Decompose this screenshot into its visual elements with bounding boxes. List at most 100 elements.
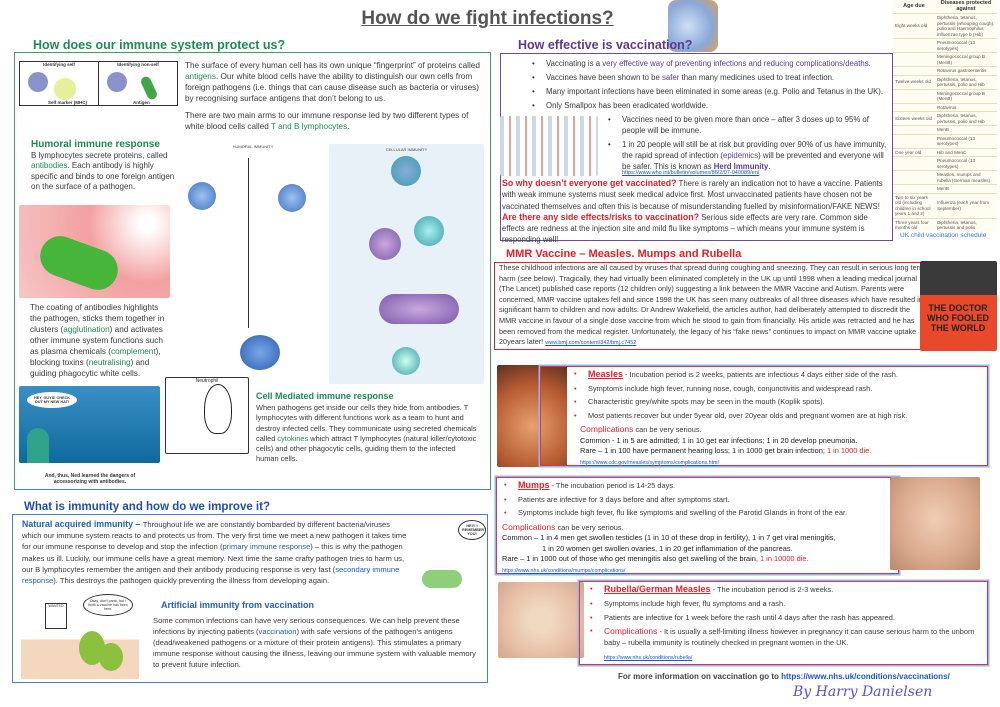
lysis-phagocyte-diagram — [240, 335, 280, 370]
cdc-link[interactable]: https://www.cdc.gov/measles/symptoms/com… — [580, 459, 719, 466]
schedule-age — [893, 52, 935, 67]
schedule-diseases: Pneumococcal (13 serotypes) — [934, 134, 997, 149]
bullet-effective: Vaccinating is a very effective way of p… — [530, 58, 890, 69]
immune-intro: The surface of every human cell has its … — [185, 61, 480, 131]
neutrophil-label: Neutrophil — [195, 378, 219, 384]
vaccination-heading: How effective is vaccination? — [518, 38, 693, 52]
schedule-row: Two to six years old (including children… — [893, 193, 997, 219]
measles-photo — [497, 365, 567, 467]
schedule-header-diseases: Diseases protected against — [934, 0, 997, 14]
vaccination-qa: So why doesn’t everyone get vaccinated? … — [502, 178, 883, 245]
crowd-illustration — [500, 116, 598, 176]
immunity-heading: What is immunity and how do we improve i… — [24, 501, 270, 513]
mumps-bullet-1: Mumps - The incubation period is 14-25 d… — [502, 480, 897, 492]
neutrophil-cartoon: Neutrophil — [165, 377, 249, 454]
rubella-text: Rubella/German Measles - The incubation … — [588, 584, 983, 664]
self-label: Identifying self — [43, 62, 75, 67]
schedule-diseases: MenB — [934, 184, 997, 194]
artificial-heading: Artificial immunity from vaccination — [161, 600, 315, 610]
schedule-age: Two to six years old (including children… — [893, 193, 935, 219]
schedule-row: Meningococcal group B (MenB) — [893, 52, 997, 67]
schedule-row: Pneumococcal (13 serotypes) — [893, 134, 997, 149]
cellular-immunity-diagram: CELLULAR IMMUNITY — [329, 144, 484, 384]
rubella-section — [579, 581, 988, 665]
schedule-row: MenB — [893, 184, 997, 194]
mmr-text: These childhood infections are all cause… — [499, 263, 926, 347]
schedule-row: Measles, mumps and rubella (German measl… — [893, 170, 997, 185]
schedule-header-age: Age due — [893, 0, 935, 14]
schedule-age: Sixteen weeks old — [893, 111, 935, 126]
cell-mediated-text: When pathogens get inside our cells they… — [256, 403, 477, 464]
immunity-section — [12, 514, 488, 683]
book-title: THE DOCTOR WHO FOOLED THE WORLD — [927, 303, 989, 333]
schedule-row: Rotavirus — [893, 103, 997, 112]
vaccine-speech: Okay, don't panic, but I think a vaccine… — [83, 594, 133, 616]
schedule-diseases: Rotavirus — [934, 103, 997, 112]
schedule-age — [893, 89, 935, 104]
bullet-doses: Vaccines need to be given more than once… — [606, 114, 891, 136]
humoral-diagram-label: HUMORAL IMMUNITY — [232, 144, 274, 149]
mumps-bullet-2: Patients are infective for 3 days before… — [502, 495, 897, 506]
measles-text: Measles - Incubation period is 2 weeks, … — [572, 369, 982, 468]
schedule-row: MenB — [893, 125, 997, 135]
schedule-age — [893, 103, 935, 112]
bullet-smallpox: Only Smallpox has been eradicated worldw… — [530, 100, 890, 111]
nhs-mumps-link[interactable]: https://www.nhs.uk/conditions/mumps/comp… — [502, 567, 626, 574]
humoral-text: B lymphocytes secrete proteins, called a… — [31, 151, 175, 192]
schedule-row: Pneumococcal (13 serotypes) — [893, 38, 997, 53]
humoral-immunity-diagram: HUMORAL IMMUNITY — [178, 144, 328, 328]
bacteria-cartoon — [422, 570, 462, 588]
schedule-age: Eight weeks old — [893, 13, 935, 39]
schedule-diseases: Diphtheria, tetanus, pertussis and polio — [934, 218, 997, 232]
author-signature: By Harry Danielsen — [793, 684, 933, 700]
measles-bullet-2: Symptoms include high fever, running nos… — [572, 384, 982, 395]
ned-comic: HEY, GUYS! CHECK OUT MY NEW HAT! — [19, 386, 160, 463]
who-link[interactable]: https://www.who.int/bulletin/volumes/86/… — [622, 170, 760, 176]
bmj-link[interactable]: www.bmj.com/content/342/bmj.c7452 — [545, 340, 637, 347]
nhs-vaccinations-link[interactable]: https://www.nhs.uk/conditions/vaccinatio… — [781, 672, 950, 681]
bullet-herd: 1 in 20 people will still be at risk but… — [606, 139, 891, 172]
mumps-bullet-3: Symptoms include high fever, flu like sy… — [502, 508, 897, 519]
wanted-poster: WANTED — [45, 603, 67, 629]
bullet-eliminated: Many important infections have been elim… — [530, 86, 890, 97]
rubella-bullet-1: Rubella/German Measles - The incubation … — [588, 584, 983, 596]
nhs-rubella-link[interactable]: https://www.nhs.uk/conditions/rubella/ — [604, 654, 693, 661]
schedule-diseases: Measles, mumps and rubella (German measl… — [934, 170, 997, 185]
immune-section — [14, 52, 491, 490]
schedule-age — [893, 66, 935, 76]
schedule-age — [893, 156, 935, 171]
schedule-age — [893, 184, 935, 194]
schedule-diseases: Meningococcal group B (MenB) — [934, 89, 997, 104]
mumps-photo — [890, 477, 980, 570]
cellular-diagram-label: CELLULAR IMMUNITY — [385, 147, 428, 152]
schedule-age — [893, 170, 935, 185]
self-marker-label: Self marker (MHC) — [48, 100, 88, 105]
rubella-bullet-2: Symptoms include high fever, flu symptom… — [588, 599, 983, 610]
measles-bullet-3: Characteristic grey/white spots may be s… — [572, 397, 982, 408]
footer-info: For more information on vaccination go t… — [618, 672, 950, 681]
comic-speech: HEY, GUYS! CHECK OUT MY NEW HAT! — [27, 392, 77, 408]
rubella-bullet-4: Complications - It is usually a self-lim… — [588, 626, 983, 649]
immune-heading: How does our immune system protect us? — [33, 38, 286, 52]
measles-section — [540, 366, 988, 466]
measles-bullet-4: Most patients recover but under 5year ol… — [572, 411, 982, 422]
mmr-heading: MMR Vaccine – Measles. Mumps and Rubella — [506, 248, 742, 260]
schedule-diseases: Hib and MenC — [934, 148, 997, 157]
cell-mediated-heading: Cell Mediated immune response — [256, 391, 394, 401]
remember-speech: HEY! I REMEMBER YOU! — [458, 520, 486, 540]
artificial-text: Some common infections can have very ser… — [153, 616, 476, 669]
natural-immunity-text: Natural acquired immunity – Throughout l… — [22, 519, 407, 586]
humoral-heading: Humoral immune response — [31, 139, 160, 150]
herd-bullets: Vaccines need to be given more than once… — [606, 114, 891, 175]
schedule-row: Meningococcal group B (MenB) — [893, 89, 997, 104]
schedule-diseases: Diphtheria, tetanus, pertussis, polio an… — [934, 75, 997, 90]
page-title: How do we fight infections? — [361, 8, 614, 29]
schedule-age: Twelve weeks old — [893, 75, 935, 90]
schedule-diseases: Diphtheria, tetanus, pertussis (whooping… — [934, 13, 997, 39]
schedule-caption: UK child vaccination schedule — [900, 232, 987, 239]
antibody-cartoon — [19, 205, 170, 298]
